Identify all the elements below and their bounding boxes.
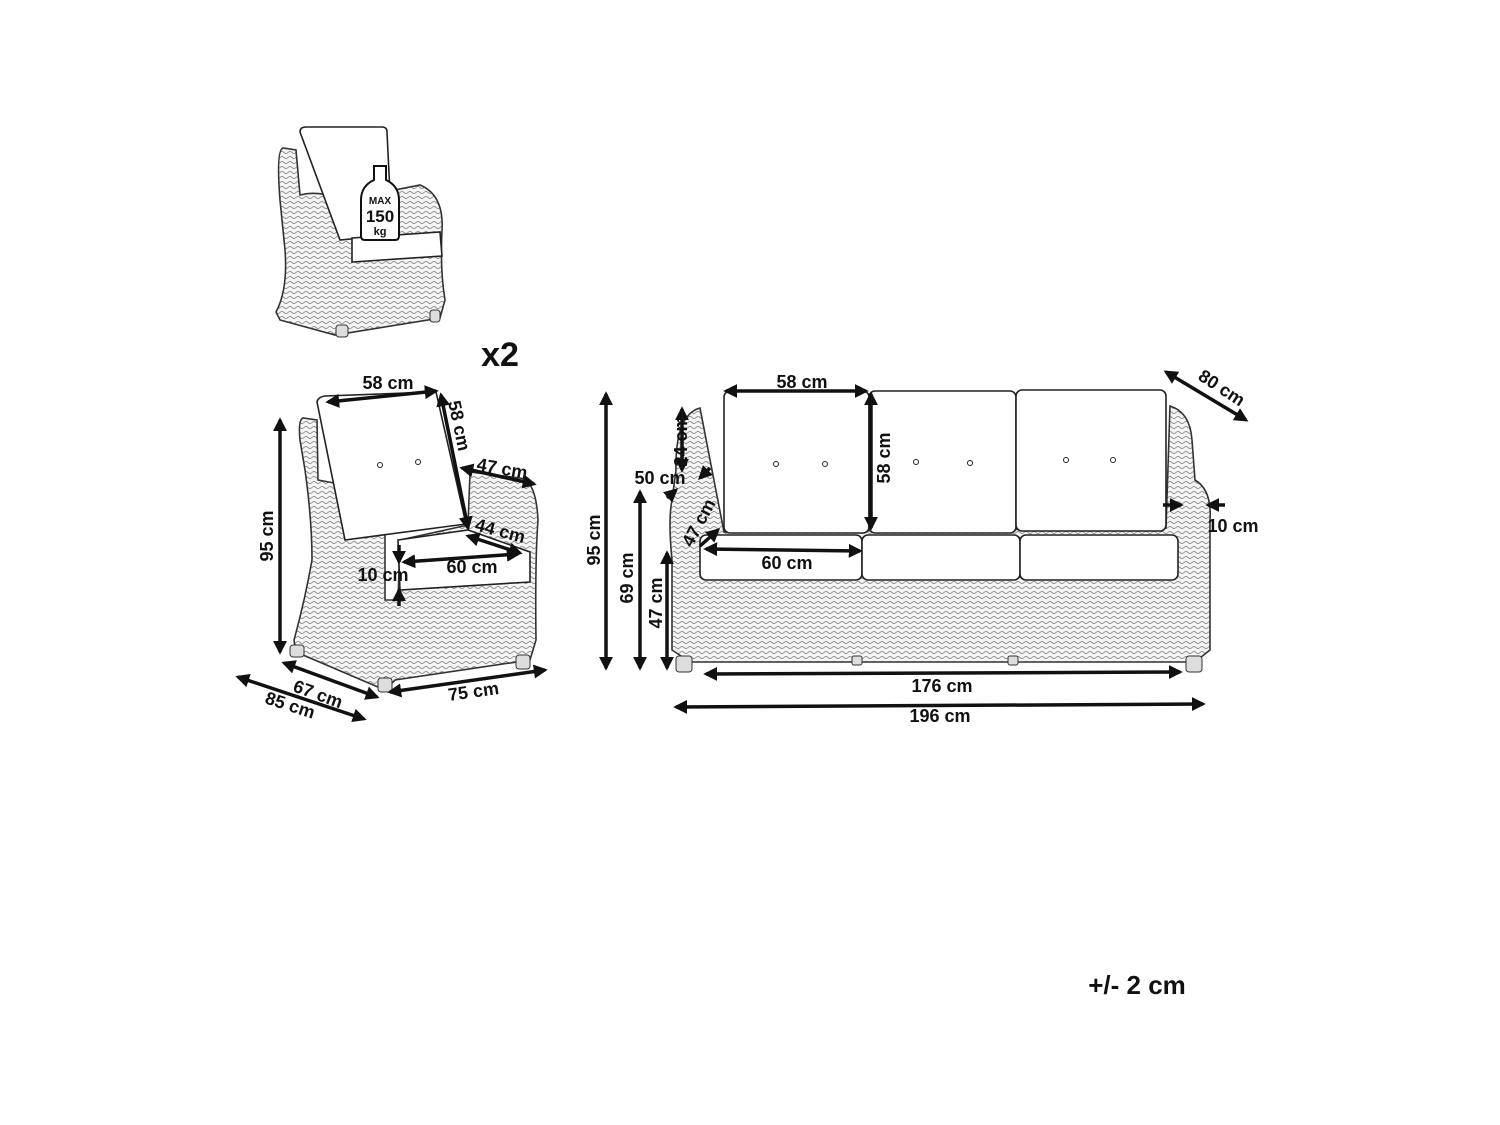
armchair-seat-width: 60 cm <box>446 557 497 577</box>
sofa-seat-cushion <box>1019 534 1179 581</box>
badge-max: MAX <box>369 196 392 207</box>
sofa-back-above-arm: 24 cm <box>671 415 691 466</box>
armchair-backrest-width: 58 cm <box>362 373 413 393</box>
badge-weight: 150 <box>366 207 394 226</box>
sofa-arm-width: 10 cm <box>1207 516 1258 536</box>
sofa-back-cushion <box>1015 389 1167 532</box>
tolerance-note: +/- 2 cm <box>1088 970 1186 1000</box>
badge-unit: kg <box>374 226 387 238</box>
armchair-total-height: 95 cm <box>257 510 277 561</box>
weight-limit-badge: MAX 150 kg <box>360 165 400 241</box>
sofa-seat-width: 60 cm <box>761 553 812 573</box>
sofa-illustration <box>669 389 1212 673</box>
sofa-inner-width: 176 cm <box>911 676 972 696</box>
sofa-backrest-height: 58 cm <box>874 432 894 483</box>
sofa-seat-cushion <box>861 534 1021 581</box>
sofa-arm-height: 69 cm <box>617 552 637 603</box>
sofa-seat-height: 47 cm <box>646 577 666 628</box>
sofa-arm-depth: 50 cm <box>634 468 685 488</box>
quantity-label: x2 <box>481 336 519 374</box>
armchair-illustration <box>289 391 539 693</box>
armchair-cushion-thickness: 10 cm <box>357 565 408 585</box>
sofa-total-width: 196 cm <box>909 706 970 726</box>
sofa-back-cushion <box>723 390 870 534</box>
sofa-total-height: 95 cm <box>584 514 604 565</box>
sofa-backrest-width: 58 cm <box>776 372 827 392</box>
